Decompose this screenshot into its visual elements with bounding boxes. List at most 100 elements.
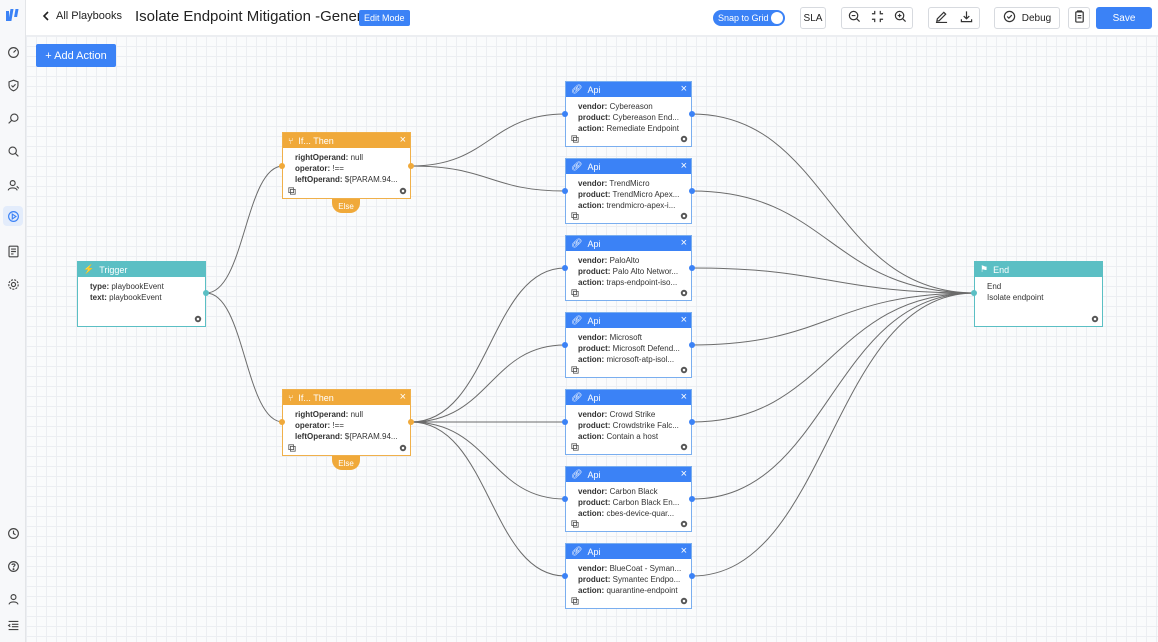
- dashboard-icon[interactable]: [5, 44, 21, 60]
- if-then-node-2[interactable]: ⑂ If... Then × rightOperand: null operat…: [282, 389, 411, 456]
- else-branch-tab[interactable]: Else: [332, 199, 360, 213]
- input-port[interactable]: [562, 265, 568, 271]
- input-port[interactable]: [562, 496, 568, 502]
- field-value: null: [350, 410, 364, 419]
- playbook-icon[interactable]: [3, 206, 23, 226]
- api-node[interactable]: 🔗︎Api×vendor: BlueCoat - Syman...product…: [565, 543, 692, 609]
- gear-icon[interactable]: [680, 289, 688, 297]
- close-icon[interactable]: ×: [680, 545, 687, 557]
- end-node[interactable]: ⚑ End End Isolate endpoint: [974, 261, 1103, 327]
- gear-icon[interactable]: [680, 366, 688, 374]
- gear-icon[interactable]: [680, 135, 688, 143]
- input-port[interactable]: [562, 342, 568, 348]
- field-key: text:: [90, 293, 107, 302]
- input-port[interactable]: [562, 419, 568, 425]
- input-port[interactable]: [562, 111, 568, 117]
- action-value: trendmicro-apex-i...: [606, 201, 676, 210]
- fit-screen-icon[interactable]: [871, 10, 884, 26]
- output-port[interactable]: [203, 290, 209, 296]
- report-icon[interactable]: [5, 243, 21, 259]
- profile-icon[interactable]: [5, 591, 21, 607]
- close-icon[interactable]: ×: [680, 391, 687, 403]
- zoom-in-icon[interactable]: [894, 10, 907, 26]
- api-title: Api: [587, 469, 601, 480]
- copy-icon[interactable]: [571, 135, 579, 143]
- input-port[interactable]: [279, 419, 285, 425]
- output-port[interactable]: [689, 496, 695, 502]
- output-port[interactable]: [689, 342, 695, 348]
- link-icon: 🔗︎: [571, 546, 583, 556]
- gear-icon[interactable]: [399, 187, 407, 195]
- output-port[interactable]: [689, 419, 695, 425]
- input-port[interactable]: [562, 573, 568, 579]
- output-port[interactable]: [689, 573, 695, 579]
- gear-icon[interactable]: [399, 444, 407, 452]
- edit-icon[interactable]: [935, 10, 948, 26]
- api-header: 🔗︎Api×: [566, 390, 691, 405]
- shield-check-icon[interactable]: [5, 77, 21, 93]
- copy-icon[interactable]: [288, 444, 296, 452]
- else-branch-tab[interactable]: Else: [332, 456, 360, 470]
- copy-icon[interactable]: [571, 212, 579, 220]
- add-action-button[interactable]: + Add Action: [36, 44, 116, 67]
- branch-icon: ⑂: [288, 392, 294, 403]
- search-icon[interactable]: [5, 143, 21, 159]
- collapse-icon[interactable]: [5, 617, 21, 633]
- copy-icon[interactable]: [571, 597, 579, 605]
- close-icon[interactable]: ×: [399, 134, 406, 146]
- output-port[interactable]: [408, 419, 414, 425]
- end-body: End Isolate endpoint: [975, 277, 1102, 303]
- if-then-node-1[interactable]: ⑂ If... Then × rightOperand: null operat…: [282, 132, 411, 199]
- output-port[interactable]: [689, 265, 695, 271]
- copy-icon[interactable]: [571, 366, 579, 374]
- link-icon: 🔗︎: [571, 238, 583, 248]
- back-link[interactable]: All Playbooks: [42, 10, 122, 22]
- user-icon[interactable]: [5, 177, 21, 193]
- copy-icon[interactable]: [288, 187, 296, 195]
- copy-icon[interactable]: [571, 520, 579, 528]
- action-value: Remediate Endpoint: [606, 124, 679, 133]
- gear-icon[interactable]: [194, 315, 202, 323]
- close-icon[interactable]: ×: [680, 83, 687, 95]
- gear-icon[interactable]: [680, 443, 688, 451]
- settings-icon[interactable]: [5, 276, 21, 292]
- close-icon[interactable]: ×: [680, 468, 687, 480]
- zoom-out-icon[interactable]: [848, 10, 861, 26]
- output-port[interactable]: [408, 163, 414, 169]
- clock-icon[interactable]: [5, 525, 21, 541]
- input-port[interactable]: [562, 188, 568, 194]
- branch-icon: ⑂: [288, 135, 294, 146]
- close-icon[interactable]: ×: [680, 314, 687, 326]
- output-port[interactable]: [689, 188, 695, 194]
- action-value: microsoft-atp-isol...: [606, 355, 675, 364]
- help-icon[interactable]: [5, 558, 21, 574]
- input-port[interactable]: [279, 163, 285, 169]
- copy-icon[interactable]: [571, 443, 579, 451]
- product-value: Crowdstrike Falc...: [612, 421, 679, 430]
- save-button[interactable]: Save: [1096, 7, 1152, 29]
- input-port[interactable]: [971, 290, 977, 296]
- sla-button[interactable]: SLA: [800, 7, 826, 29]
- close-icon[interactable]: ×: [399, 391, 406, 403]
- search-doc-icon[interactable]: [5, 110, 21, 126]
- clipboard-button[interactable]: [1068, 7, 1090, 29]
- gear-icon[interactable]: [680, 212, 688, 220]
- close-icon[interactable]: ×: [680, 160, 687, 172]
- snap-to-grid-toggle[interactable]: Snap to Grid: [713, 10, 785, 26]
- close-icon[interactable]: ×: [680, 237, 687, 249]
- field-key: type:: [90, 282, 110, 291]
- gear-icon[interactable]: [680, 597, 688, 605]
- output-port[interactable]: [689, 111, 695, 117]
- copy-icon[interactable]: [571, 289, 579, 297]
- gear-icon[interactable]: [680, 520, 688, 528]
- gear-icon[interactable]: [1091, 315, 1099, 323]
- debug-button[interactable]: Debug: [994, 7, 1060, 29]
- download-icon[interactable]: [960, 10, 973, 26]
- trigger-node[interactable]: ⚡ Trigger type: playbookEvent text: play…: [77, 261, 206, 327]
